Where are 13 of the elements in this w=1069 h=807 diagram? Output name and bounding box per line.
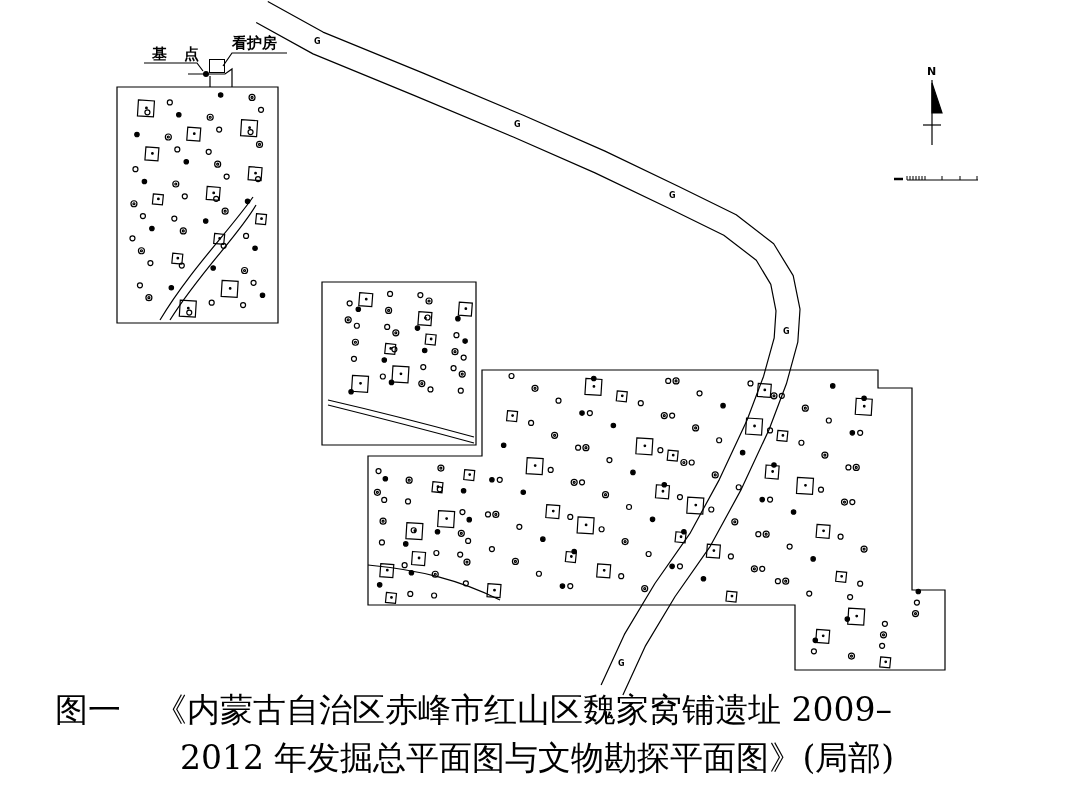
site-label: 看护房 — [232, 34, 282, 52]
river-label: G — [783, 328, 790, 336]
guardhouse-box — [209, 59, 225, 73]
river-label: G — [669, 192, 676, 200]
figure-caption: 图一 《内蒙古自治区赤峰市红山区魏家窝铺遗址 2009–2012 年发掘总平面图与文物勘探平面图》(局部) — [55, 689, 896, 779]
site-label: 基 点 — [152, 46, 197, 62]
leader-line — [222, 52, 288, 67]
north-label: N — [927, 66, 937, 77]
river-label: G — [514, 121, 521, 129]
datum-point — [203, 71, 209, 77]
river-label: G — [618, 660, 625, 668]
leader-line — [143, 62, 204, 72]
river-label: G — [314, 38, 321, 46]
